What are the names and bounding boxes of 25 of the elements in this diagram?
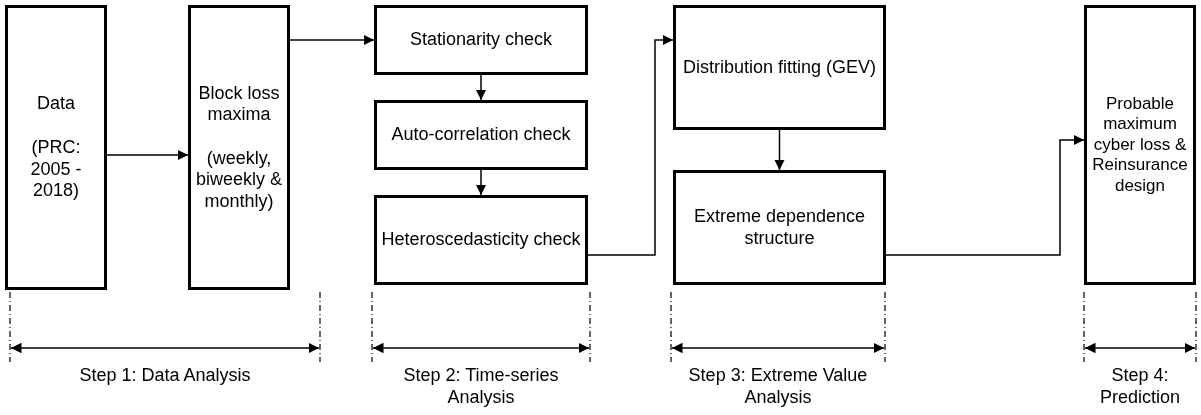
process-box	[5, 5, 107, 290]
arrow	[885, 134, 1085, 256]
process-box	[374, 195, 588, 285]
box-label: Heteroscedasticity check	[381, 229, 581, 251]
process-box	[374, 100, 588, 170]
arrow	[475, 74, 487, 101]
process-box	[1084, 5, 1196, 285]
box-label: Extreme dependence structure	[692, 205, 867, 250]
arrow	[587, 34, 674, 256]
box-label: (weekly, biweekly & monthly)	[195, 147, 283, 213]
arrow	[774, 129, 785, 171]
box-label: Data	[37, 93, 75, 115]
process-box	[188, 5, 290, 290]
box-label: Block loss maxima	[197, 82, 281, 126]
box-label: Auto-correlation check	[391, 124, 571, 146]
box-label: Distribution fitting (GEV)	[682, 56, 877, 79]
box-label: Probable maximum cyber loss & Reinsurance design	[1091, 94, 1189, 196]
process-box	[673, 170, 886, 285]
arrow	[289, 34, 375, 46]
arrow	[475, 169, 487, 196]
process-box	[374, 5, 588, 75]
process-box	[673, 5, 886, 130]
box-label: (PRC: 2005 - 2018)	[29, 136, 83, 202]
box-label: Stationarity check	[409, 29, 553, 51]
arrow	[106, 149, 189, 161]
